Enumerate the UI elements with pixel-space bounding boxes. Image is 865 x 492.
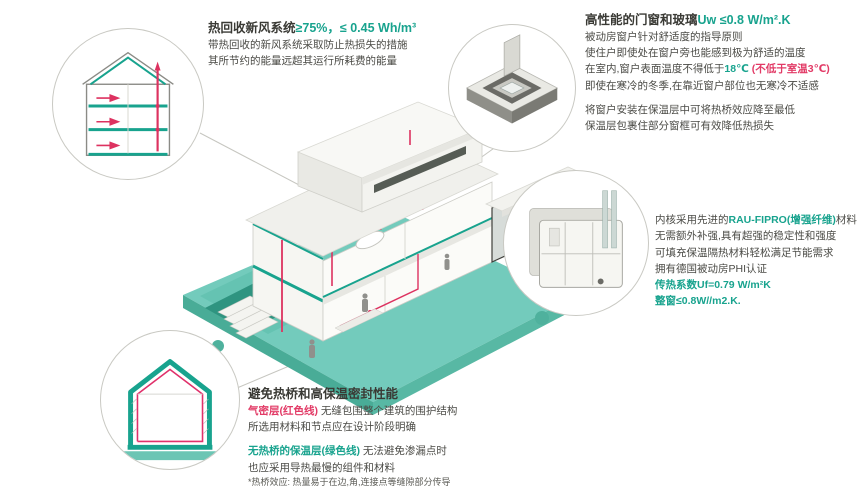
windows-line3: 在室内,窗户表面温度不得低于18℃ (不低于室温3℃) bbox=[585, 61, 861, 77]
windows-title: 高性能的门窗和玻璃 bbox=[585, 13, 698, 27]
airtight-layer-label: 气密层(红色线) bbox=[248, 404, 318, 417]
insulation-layer-label: 无热桥的保温层(绿色线) bbox=[248, 445, 360, 458]
glass-pane bbox=[611, 190, 617, 249]
main-house-illustration bbox=[183, 101, 585, 415]
people-figures bbox=[309, 253, 450, 358]
windows-line6: 保温层包裹住部分窗框可有效降低热损失 bbox=[585, 120, 774, 133]
insulation-line1-post: 无缝包围整个建筑的围护结构 bbox=[318, 404, 458, 417]
insulation-line3: 无热桥的保温层(绿色线) 无法避免渗漏点时 bbox=[248, 443, 558, 459]
ventilation-title-value: ≥75%，≤ 0.45 Wh/m³ bbox=[295, 21, 417, 35]
window-corner-detail bbox=[465, 34, 559, 124]
insulation-text-block: 避免热桥和高保温密封性能 气密层(红色线) 无缝包围整个建筑的围护结构 所选用材… bbox=[248, 386, 558, 490]
insulation-title: 避免热桥和高保温密封性能 bbox=[248, 387, 399, 401]
house-cutaway bbox=[245, 101, 585, 358]
profile-line2: 无需额外补强,具有超强的稳定性和强度 bbox=[655, 230, 837, 243]
windows-title-value: Uw ≤0.8 W/m².K bbox=[697, 13, 791, 27]
insulation-line3-post: 无法避免渗漏点时 bbox=[360, 445, 447, 458]
glass-pane bbox=[602, 190, 608, 249]
insulation-envelope-line bbox=[128, 359, 212, 448]
profile-uw-value: 整窗≤0.8W//m2.K. bbox=[655, 295, 741, 308]
ventilation-line2: 其所节约的能量远超其运行所耗费的能量 bbox=[208, 55, 397, 68]
windows-line3-text: 在室内,窗户表面温度不得低于 bbox=[585, 63, 725, 76]
windows-line3-temp: 18℃ bbox=[724, 63, 749, 76]
window-profile-section bbox=[529, 190, 623, 288]
profile-line1-post: 材料 bbox=[835, 214, 857, 226]
windows-line1: 被动房窗户针对舒适度的指导原则 bbox=[585, 30, 743, 43]
windows-line2: 使住户即使处在窗户旁也能感到极为舒适的温度 bbox=[585, 47, 806, 60]
insulation-line1: 气密层(红色线) 无缝包围整个建筑的围护结构 bbox=[248, 403, 558, 419]
kitchen-counter bbox=[334, 308, 384, 333]
insulation-line2: 所选用材料和节点应在设计阶段明确 bbox=[248, 421, 416, 434]
upper-level bbox=[296, 101, 484, 213]
windows-line4: 即使在寒冷的冬季,在靠近窗户部位也无寒冷不适感 bbox=[585, 79, 819, 92]
profile-text-block: 内核采用先进的RAU-FIPRO(增强纤维)材料 无需额外补强,具有超强的稳定性… bbox=[655, 212, 861, 310]
gasket bbox=[597, 278, 604, 285]
ventilation-callout-circle bbox=[52, 28, 204, 180]
profile-line4: 拥有德国被动房PHI认证 bbox=[655, 262, 768, 275]
windows-text-block: 高性能的门窗和玻璃Uw ≤0.8 W/m².K 被动房窗户针对舒适度的指导原则 … bbox=[585, 12, 861, 134]
insulation-line4: 也应采用导热最慢的组件和材料 bbox=[248, 461, 395, 474]
mullion-profile bbox=[503, 34, 521, 77]
insulation-callout-circle bbox=[100, 330, 240, 470]
profile-line3: 可填充保温隔热材料轻松满足节能需求 bbox=[655, 246, 834, 259]
profile-uf-value: 传热系数Uf=0.79 W/m²K bbox=[655, 279, 771, 292]
ventilation-diagram bbox=[82, 51, 174, 157]
window-corner-callout-circle bbox=[448, 24, 576, 152]
windows-line5: 将窗户安装在保温层中可将热桥效应降至最低 bbox=[585, 103, 795, 116]
profile-line1-material: RAU-FIPRO(增强纤维) bbox=[728, 214, 836, 226]
airtight-layer-line bbox=[136, 368, 204, 443]
ventilation-text-block: 热回收新风系统≥75%，≤ 0.45 Wh/m³ 带热回收的新风系统采取防止热损… bbox=[208, 20, 476, 69]
profile-callout-circle bbox=[503, 170, 649, 316]
ventilation-line1: 带热回收的新风系统采取防止热损失的措施 bbox=[208, 38, 408, 51]
windows-line3-note: (不低于室温3℃) bbox=[748, 63, 830, 76]
bush-icon bbox=[535, 311, 549, 325]
thermal-bridge-footnote: *热桥效应: 热量易于在边,角,连接点等缝隙部分传导 bbox=[248, 476, 451, 487]
wall-hatching bbox=[131, 398, 209, 434]
ventilation-title: 热回收新风系统 bbox=[208, 21, 296, 35]
airflow-arrows bbox=[96, 93, 121, 150]
profile-line1: 内核采用先进的RAU-FIPRO(增强纤维)材料 bbox=[655, 212, 861, 228]
insulation-section-diagram bbox=[118, 359, 222, 461]
profile-line1-pre: 内核采用先进的 bbox=[655, 214, 729, 226]
